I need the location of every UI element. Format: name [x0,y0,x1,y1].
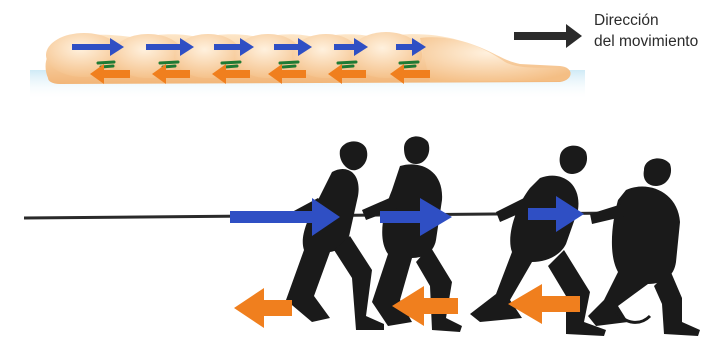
orange-arrow [234,288,292,328]
tug-of-war-figures [286,136,700,336]
person-silhouette [588,158,700,336]
worm-head [420,37,571,82]
legend-arrow-icon [514,24,582,48]
legend-label-line1: Dirección [594,11,659,30]
legend-label-line2: del movimiento [594,32,698,51]
person-silhouette [286,141,384,330]
